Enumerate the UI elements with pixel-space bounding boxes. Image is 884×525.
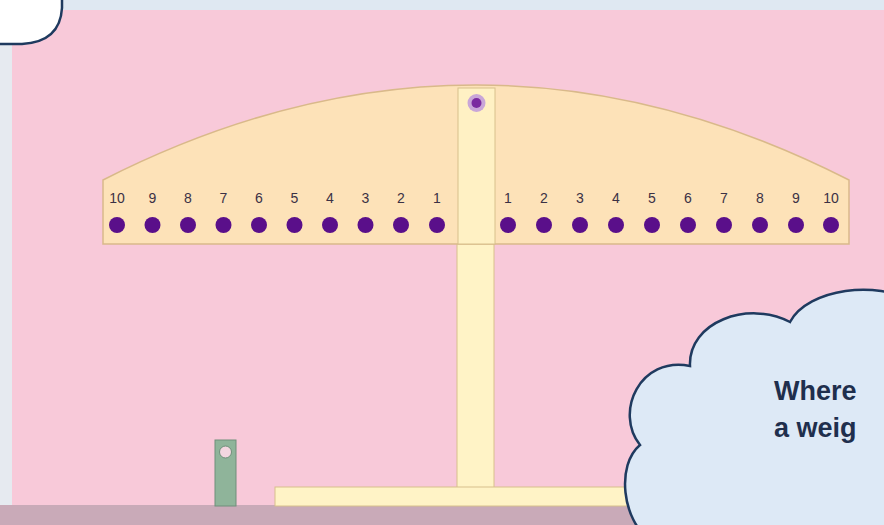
- scale-number: 2: [397, 190, 405, 206]
- left-strip: [0, 0, 12, 525]
- scale-number: 2: [540, 190, 548, 206]
- scale-number: 8: [184, 190, 192, 206]
- scale-number: 10: [109, 190, 125, 206]
- stand-base: [275, 487, 670, 506]
- scale-number: 6: [255, 190, 263, 206]
- weight-hook: [220, 446, 232, 458]
- scale-number: 10: [823, 190, 839, 206]
- scale-number: 6: [684, 190, 692, 206]
- scale-number: 1: [504, 190, 512, 206]
- peg-dots: [109, 217, 839, 233]
- scale-number: 9: [149, 190, 157, 206]
- pivot: [472, 98, 482, 108]
- cloud-shape: [625, 290, 884, 525]
- scale-number: 3: [576, 190, 584, 206]
- top-strip: [0, 0, 884, 10]
- scale-number: 4: [326, 190, 334, 206]
- corner-bubble: [0, 0, 62, 44]
- beam-center: [458, 88, 495, 244]
- cloud-text: Where a weig: [774, 373, 878, 447]
- scale-number: 5: [648, 190, 656, 206]
- scale-number: 7: [720, 190, 728, 206]
- scale-number: 7: [220, 190, 228, 206]
- stand-post: [457, 240, 494, 488]
- weight: [215, 440, 236, 506]
- scale-number: 8: [756, 190, 764, 206]
- pivot-ring: [468, 94, 486, 112]
- scale-number: 9: [792, 190, 800, 206]
- scale-number: 1: [433, 190, 441, 206]
- speech-cloud: Where a weig: [625, 285, 884, 525]
- balance-beam: [103, 85, 849, 244]
- scale-number: 3: [362, 190, 370, 206]
- scale-number: 5: [291, 190, 299, 206]
- scale-number: 4: [612, 190, 620, 206]
